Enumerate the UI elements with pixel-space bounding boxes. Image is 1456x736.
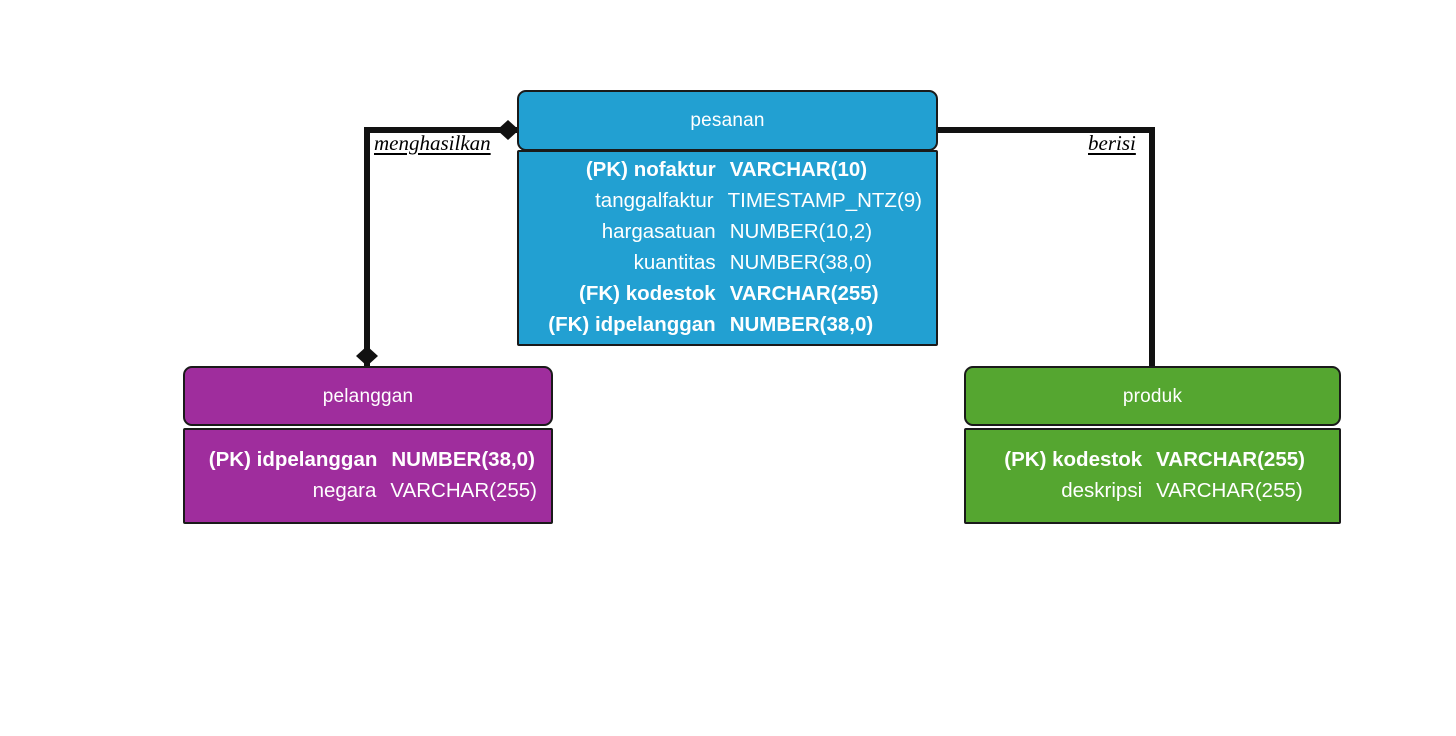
attribute-row: kuantitas NUMBER(38,0) [533,247,922,278]
attribute-type: TIMESTAMP_NTZ(9) [727,188,922,212]
entity-title-pesanan: pesanan [690,110,765,131]
attribute-type: VARCHAR(10) [729,157,868,181]
entity-title-pelanggan: pelanggan [322,385,414,407]
attribute-name: hargasatuan [601,219,716,243]
attribute-type: NUMBER(38,0) [729,313,874,337]
entity-body-produk: (PK) kodestok VARCHAR(255) deskripsi VAR… [964,428,1341,524]
relationship-line-berisi[interactable] [936,127,1155,366]
attribute-row: negara VARCHAR(255) [199,475,537,506]
entity-title-produk: produk [1122,385,1183,407]
attribute-row: (PK) nofaktur VARCHAR(10) [533,154,922,185]
attribute-name: (PK) kodestok [1004,447,1143,471]
attribute-type: NUMBER(38,0) [391,447,535,471]
entity-header-pelanggan[interactable]: pelanggan [183,366,553,426]
attribute-type: VARCHAR(255) [729,282,879,306]
attribute-name: negara [312,479,377,502]
entity-produk[interactable]: produk (PK) kodestok VARCHAR(255) deskri… [964,366,1341,524]
attribute-row: (FK) idpelanggan NUMBER(38,0) [533,309,922,340]
attribute-type: VARCHAR(255) [390,479,537,502]
attribute-row: (PK) idpelanggan NUMBER(38,0) [199,444,537,475]
entity-body-pelanggan: (PK) idpelanggan NUMBER(38,0) negara VAR… [183,428,553,524]
relationship-line-menghasilkan[interactable] [364,127,519,366]
entity-pelanggan[interactable]: pelanggan (PK) idpelanggan NUMBER(38,0) … [183,366,553,524]
relationship-label-berisi: berisi [1088,131,1136,155]
attribute-row: hargasatuan NUMBER(10,2) [533,216,922,247]
attribute-name: (PK) idpelanggan [208,447,378,471]
attribute-row: deskripsi VARCHAR(255) [980,475,1325,506]
attribute-type: NUMBER(38,0) [729,251,873,274]
entity-header-produk[interactable]: produk [964,366,1341,426]
entity-pesanan[interactable]: pesanan (PK) nofaktur VARCHAR(10) tangga… [517,90,938,346]
attribute-name: deskripsi [1061,479,1143,502]
entity-header-pesanan[interactable]: pesanan [517,90,938,151]
attribute-name: (FK) kodestok [579,282,716,306]
diamond-marker-pesanan [497,120,519,140]
entity-body-pesanan: (PK) nofaktur VARCHAR(10) tanggalfaktur … [517,150,938,346]
attribute-name: kuantitas [633,251,716,274]
attribute-name: tanggalfaktur [595,188,714,212]
attribute-type: VARCHAR(255) [1156,447,1305,471]
diamond-marker-pelanggan [356,346,378,366]
attribute-type: VARCHAR(255) [1156,479,1303,502]
attribute-name: (PK) nofaktur [585,157,716,181]
attribute-row: (PK) kodestok VARCHAR(255) [980,444,1325,475]
attribute-type: NUMBER(10,2) [729,219,873,243]
relationship-label-menghasilkan: menghasilkan [374,131,491,155]
attribute-row: tanggalfaktur TIMESTAMP_NTZ(9) [533,185,922,216]
attribute-name: (FK) idpelanggan [548,313,716,337]
attribute-row: (FK) kodestok VARCHAR(255) [533,278,922,309]
